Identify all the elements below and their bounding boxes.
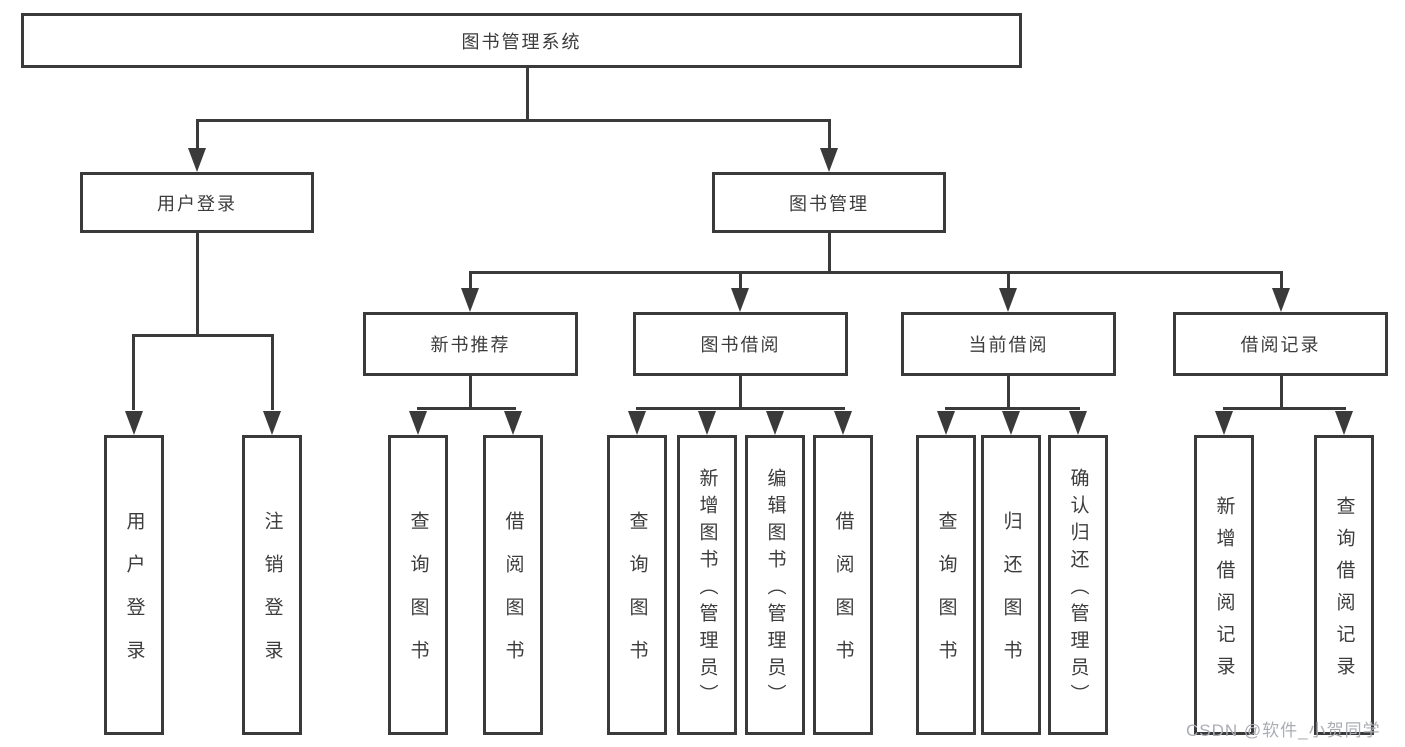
arrow-down-icon — [999, 288, 1017, 312]
leaf-user-login-label: 用户登录 — [123, 511, 145, 683]
connector-line — [132, 334, 274, 337]
arrow-down-icon — [188, 148, 206, 172]
connector-line — [196, 119, 831, 122]
connector-line — [469, 271, 472, 291]
arrow-down-icon — [125, 411, 143, 435]
connector-line — [739, 376, 742, 410]
leaf-query-books-recommend: 查询图书 — [388, 435, 448, 735]
connector-line — [828, 233, 831, 273]
connector-line — [1280, 376, 1283, 410]
arrow-down-icon — [628, 411, 646, 435]
arrow-down-icon — [1215, 411, 1233, 435]
connector-line — [1223, 407, 1346, 410]
leaf-borrow-books: 借阅图书 — [813, 435, 873, 735]
connector-line — [469, 271, 1282, 274]
leaf-logout: 注销登录 — [242, 435, 302, 735]
leaf-add-books-admin-label: 新增图书（管理员） — [696, 467, 718, 711]
arrow-down-icon — [1002, 411, 1020, 435]
arrow-down-icon — [1335, 411, 1353, 435]
arrow-down-icon — [731, 288, 749, 312]
node-book-borrow-label: 图书借阅 — [700, 335, 781, 355]
leaf-query-borrow-record: 查询借阅记录 — [1314, 435, 1374, 735]
node-book-management: 图书管理 — [712, 172, 946, 233]
leaf-logout-label: 注销登录 — [261, 511, 283, 683]
connector-line — [196, 119, 199, 151]
csdn-watermark: CSDN @软件_小贺同学 — [1186, 721, 1381, 740]
node-new-book-recommend-label: 新书推荐 — [430, 335, 511, 355]
node-current-borrow-label: 当前借阅 — [968, 335, 1049, 355]
connector-line — [739, 271, 742, 291]
connector-line — [469, 376, 472, 410]
node-book-borrow: 图书借阅 — [633, 312, 848, 376]
leaf-add-books-admin: 新增图书（管理员） — [677, 435, 737, 735]
leaf-edit-books-admin-label: 编辑图书（管理员） — [764, 467, 786, 711]
arrow-down-icon — [834, 411, 852, 435]
node-book-management-label: 图书管理 — [789, 193, 869, 214]
leaf-borrow-books-recommend-label: 借阅图书 — [502, 511, 524, 683]
leaf-user-login: 用户登录 — [104, 435, 164, 735]
connector-line — [526, 68, 529, 120]
connector-line — [828, 119, 831, 151]
connector-line — [417, 407, 516, 410]
leaf-query-books-current: 查询图书 — [916, 435, 976, 735]
node-new-book-recommend: 新书推荐 — [363, 312, 578, 376]
leaf-add-borrow-record-label: 新增借阅记录 — [1213, 495, 1235, 688]
arrow-down-icon — [504, 411, 522, 435]
leaf-add-borrow-record: 新增借阅记录 — [1194, 435, 1254, 735]
node-current-borrow: 当前借阅 — [901, 312, 1116, 376]
arrow-down-icon — [937, 411, 955, 435]
arrow-down-icon — [820, 148, 838, 172]
leaf-confirm-return-admin-label: 确认归还（管理员） — [1067, 467, 1089, 711]
leaf-query-books-current-label: 查询图书 — [935, 511, 957, 683]
leaf-query-books-borrow-label: 查询图书 — [626, 511, 648, 683]
arrow-down-icon — [766, 411, 784, 435]
connector-line — [1007, 376, 1010, 410]
leaf-return-books-label: 归还图书 — [1000, 511, 1022, 683]
arrow-down-icon — [1069, 411, 1087, 435]
node-library-system-label: 图书管理系统 — [461, 31, 582, 52]
arrow-down-icon — [263, 411, 281, 435]
arrow-down-icon — [409, 411, 427, 435]
node-borrow-records: 借阅记录 — [1173, 312, 1388, 376]
connector-line — [1280, 271, 1283, 291]
leaf-return-books: 归还图书 — [981, 435, 1041, 735]
leaf-borrow-books-label: 借阅图书 — [832, 511, 854, 683]
leaf-edit-books-admin: 编辑图书（管理员） — [745, 435, 805, 735]
arrow-down-icon — [698, 411, 716, 435]
leaf-borrow-books-recommend: 借阅图书 — [483, 435, 543, 735]
leaf-query-borrow-record-label: 查询借阅记录 — [1333, 495, 1355, 688]
connector-line — [132, 334, 135, 410]
connector-line — [1007, 271, 1010, 291]
connector-line — [636, 407, 845, 410]
leaf-confirm-return-admin: 确认归还（管理员） — [1048, 435, 1108, 735]
node-user-login-group: 用户登录 — [80, 172, 314, 233]
connector-line — [945, 407, 1080, 410]
leaf-query-books-recommend-label: 查询图书 — [407, 511, 429, 683]
arrow-down-icon — [1272, 288, 1290, 312]
leaf-query-books-borrow: 查询图书 — [607, 435, 667, 735]
connector-line — [271, 334, 274, 410]
node-borrow-records-label: 借阅记录 — [1240, 335, 1321, 355]
node-user-login-group-label: 用户登录 — [157, 193, 237, 214]
connector-line — [196, 233, 199, 336]
node-library-system: 图书管理系统 — [21, 13, 1022, 68]
arrow-down-icon — [461, 288, 479, 312]
